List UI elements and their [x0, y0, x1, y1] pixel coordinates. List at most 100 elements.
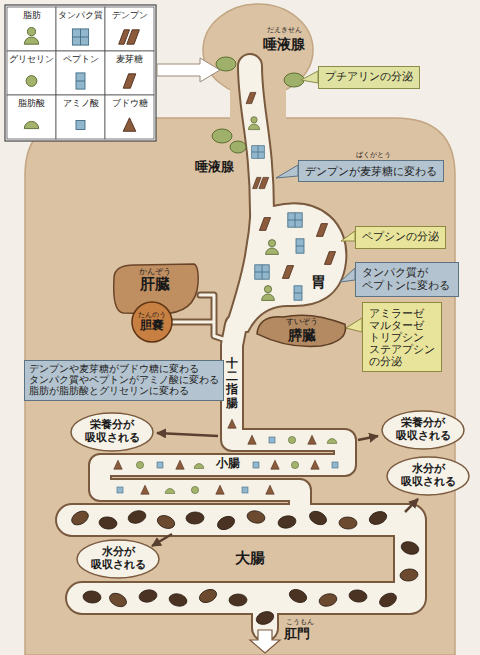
icon-part	[127, 30, 140, 44]
icon-part	[114, 460, 122, 469]
icon-part	[288, 213, 302, 227]
icon-part	[216, 485, 224, 494]
icon-part	[27, 28, 35, 36]
glucose-icon	[176, 460, 184, 469]
tract-outline	[72, 66, 410, 628]
feces	[197, 587, 218, 605]
body-outline	[25, 118, 455, 655]
feces	[83, 590, 102, 603]
ruby-text: すいぞう	[286, 317, 318, 326]
organ-label: 大腸	[235, 550, 265, 567]
icon-part	[308, 435, 316, 444]
feces	[186, 512, 204, 525]
icon-part	[228, 419, 236, 428]
feces	[287, 587, 308, 605]
absorption-arrow	[157, 433, 218, 436]
icon-part	[294, 286, 302, 300]
icon-part	[288, 213, 302, 227]
ruby-text: たんのう	[138, 311, 166, 319]
icon-part	[332, 462, 338, 468]
absorption-arrow	[152, 534, 172, 546]
callout-pointer	[340, 268, 355, 282]
fattyacid-icon	[24, 121, 38, 128]
node-text: 水分が 吸収される	[89, 546, 146, 571]
ruby-text: ばくがとう	[356, 151, 391, 159]
icon-part	[264, 286, 271, 293]
feces	[339, 517, 358, 530]
protein-icon	[72, 29, 88, 45]
amino-icon	[157, 462, 163, 468]
fattyacid-icon	[165, 489, 175, 494]
icon-part	[327, 439, 337, 444]
feces	[377, 590, 399, 609]
node-text: デンプンや麦芽糖がブドウ糖に変わる	[29, 364, 219, 375]
node-text: アミラーゼ マルターゼ トリプシン ステアプシン の分泌	[369, 307, 435, 367]
icon-part	[242, 487, 248, 493]
node-text: タンパク質が ペプトンに変わる	[362, 267, 452, 292]
icon-part	[262, 294, 275, 300]
legend-cell-frame	[105, 51, 154, 95]
glycerin-icon	[288, 436, 295, 443]
legend-grid	[7, 7, 154, 139]
pancreas-organ: すいぞう膵臓	[255, 311, 349, 349]
amino-icon	[269, 437, 275, 443]
node-text: 水分が 吸収される	[399, 463, 456, 488]
icon-part	[255, 265, 269, 279]
icon-part	[123, 74, 136, 88]
callout-box: ペプシンの分泌	[355, 226, 446, 249]
icon-part	[252, 146, 265, 159]
legend-cell	[105, 7, 154, 51]
salivary-gland	[212, 129, 232, 143]
feces	[168, 592, 188, 608]
icon-part	[24, 121, 38, 128]
feces	[255, 609, 276, 626]
fat-icon	[266, 240, 279, 255]
maltose-icon	[246, 92, 256, 103]
salivary-gland	[216, 57, 236, 71]
feces	[229, 594, 247, 606]
feces	[155, 513, 176, 531]
protein-icon	[252, 146, 265, 159]
absorption-ellipse: 栄養分が 吸収される	[381, 410, 465, 450]
amino-icon	[253, 462, 259, 468]
maltose-icon	[259, 218, 270, 231]
feces	[367, 509, 388, 526]
feces	[138, 589, 158, 604]
feces	[400, 540, 421, 557]
icon-part	[248, 124, 259, 130]
stomach	[224, 203, 346, 332]
starch-icon	[253, 177, 269, 188]
organ-label: 十二指腸	[226, 357, 238, 410]
legend-cell-frame	[7, 51, 56, 95]
callout-box: アミラーゼ マルターゼ トリプシン ステアプシン の分泌	[362, 302, 442, 372]
circle-outline	[132, 302, 172, 342]
icon-part	[259, 218, 270, 231]
organ-label: 唾液腺	[263, 36, 305, 52]
glucose-icon	[228, 419, 236, 428]
ellipse-outline	[71, 413, 153, 451]
legend-text: グリセリン	[7, 54, 56, 64]
feces	[98, 516, 117, 530]
large-intestine	[72, 520, 410, 598]
legend-cell	[105, 51, 154, 95]
peptone-icon	[296, 239, 304, 253]
node-text: 胆嚢	[140, 319, 164, 333]
legend-text: アミノ酸	[56, 98, 105, 108]
icon-part	[271, 460, 279, 469]
node-text: ペプシンの分泌	[362, 231, 439, 244]
ruby-text: かんぞう	[139, 267, 171, 276]
icon-part	[296, 239, 304, 253]
absorption-arrows	[152, 433, 418, 546]
callout-box: タンパク質が ペプトンに変わる	[355, 262, 459, 297]
legend-pointer-arrow	[157, 58, 220, 82]
glycerin-icon	[26, 76, 37, 87]
node-text: プチアリンの分泌	[325, 71, 413, 84]
icon-part	[248, 435, 256, 444]
icon-part	[255, 265, 269, 279]
maltose-icon	[282, 266, 293, 279]
tract-inner	[72, 66, 410, 628]
absorption-ellipse: 水分が 吸収される	[386, 456, 470, 496]
callout-pointer	[346, 318, 362, 332]
glucose-icon	[216, 485, 224, 494]
